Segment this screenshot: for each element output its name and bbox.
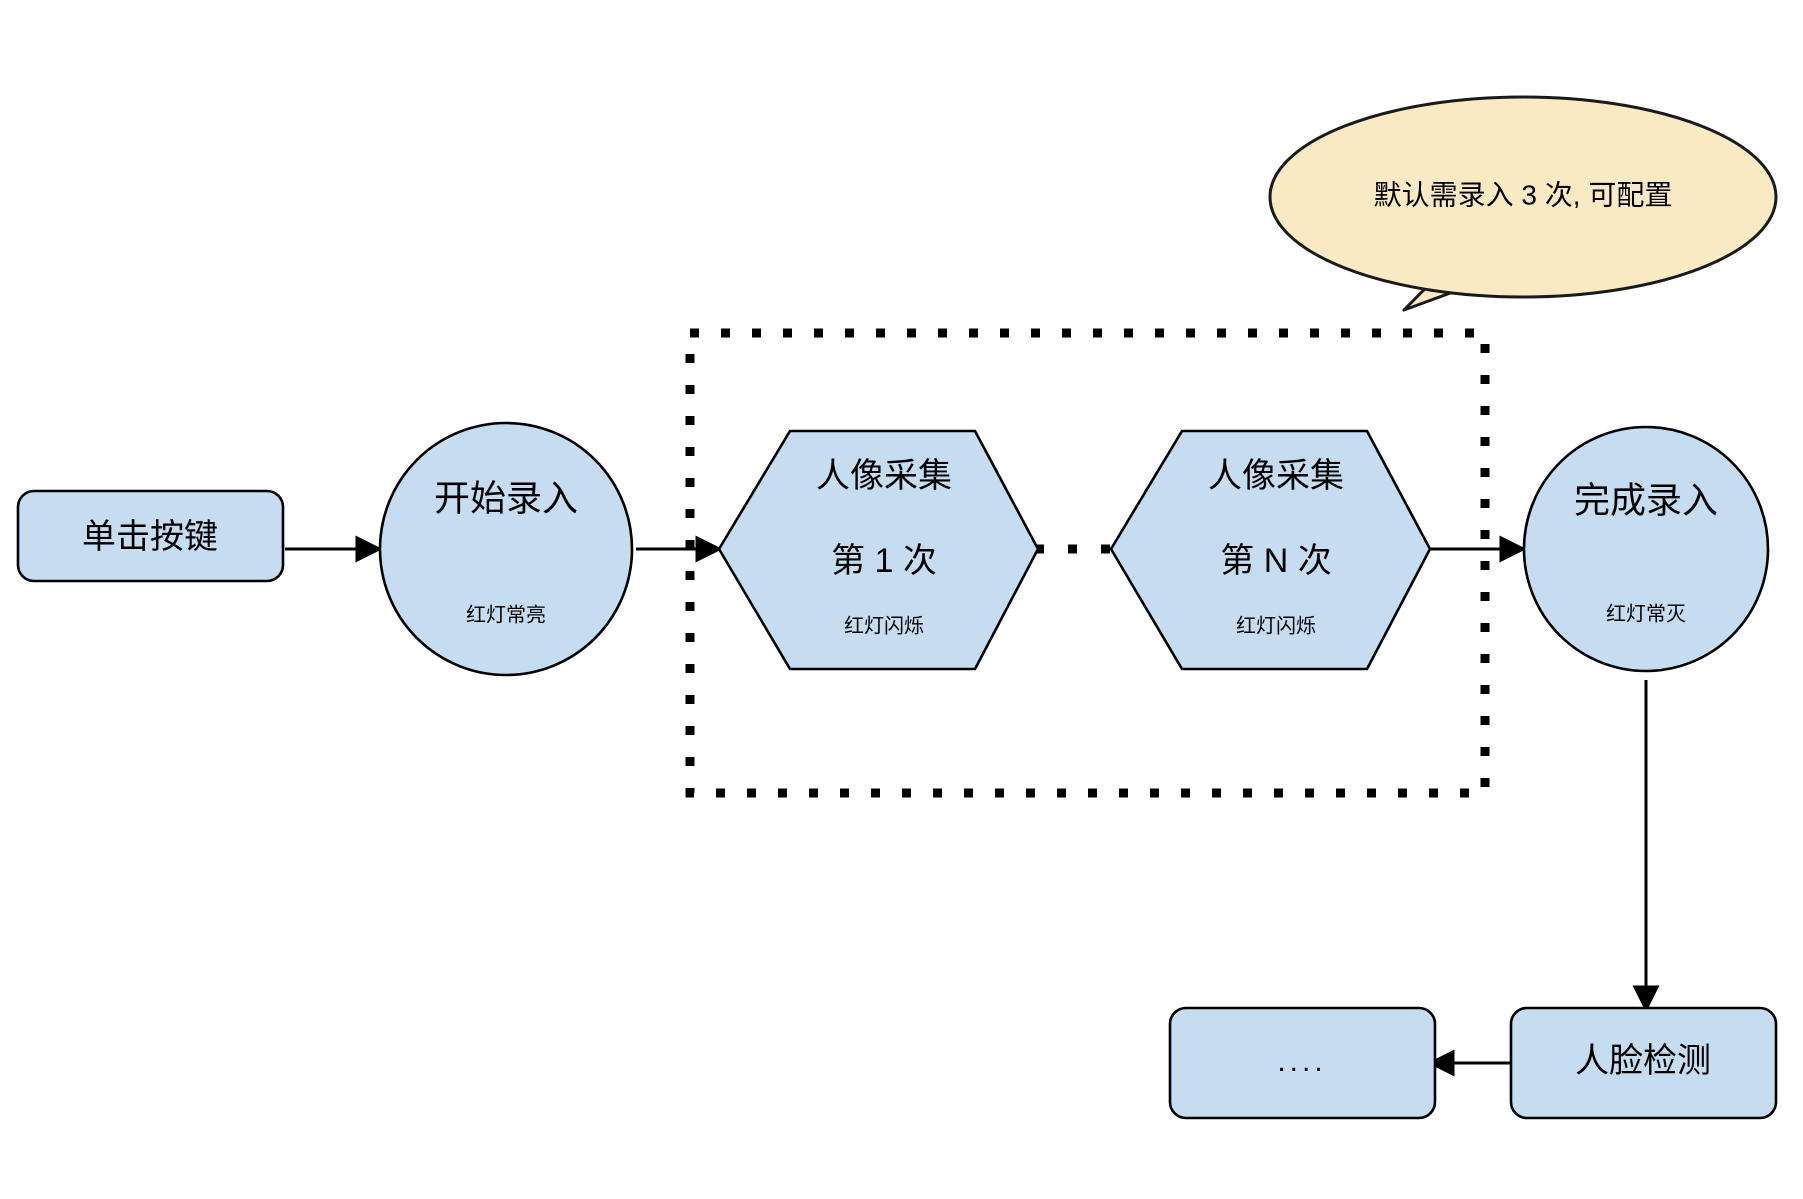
capture-nth-label-line1: 人像采集 <box>1208 457 1344 495</box>
node-capture-first[interactable]: 人像采集 第 1 次 红灯闪烁 <box>717 429 1040 671</box>
start-enroll-shape[interactable] <box>378 421 634 677</box>
capture-nth-shape[interactable] <box>1109 429 1432 671</box>
start-enroll-label: 开始录入 <box>434 478 578 519</box>
node-click-key[interactable]: 单击按键 <box>16 489 285 583</box>
repeat-group-box <box>685 328 1490 798</box>
face-detect-shape[interactable] <box>1509 1006 1778 1120</box>
capture-first-shape[interactable] <box>717 429 1040 671</box>
click-key-shape[interactable] <box>16 489 285 583</box>
finish-enroll-label: 完成录入 <box>1574 480 1718 521</box>
more-steps-label: .... <box>1277 1045 1326 1078</box>
node-start-enroll[interactable]: 开始录入 红灯常亮 <box>378 421 634 677</box>
node-capture-nth[interactable]: 人像采集 第 N 次 红灯闪烁 <box>1109 429 1432 671</box>
face-detect-label: 人脸检测 <box>1575 1042 1711 1080</box>
node-finish-enroll[interactable]: 完成录入 红灯常灭 <box>1522 425 1770 673</box>
capture-nth-sublabel: 红灯闪烁 <box>1236 614 1316 637</box>
click-key-label: 单击按键 <box>82 518 218 556</box>
more-steps-shape[interactable] <box>1168 1006 1437 1120</box>
capture-first-label-line2: 第 1 次 <box>831 542 937 580</box>
start-enroll-sublabel: 红灯常亮 <box>466 603 546 626</box>
capture-first-label-line1: 人像采集 <box>816 457 952 495</box>
callout-text: 默认需录入 3 次, 可配置 <box>1374 179 1673 210</box>
capture-first-sublabel: 红灯闪烁 <box>844 614 924 637</box>
node-face-detect[interactable]: 人脸检测 <box>1509 1006 1778 1120</box>
callout-bubble: 默认需录入 3 次, 可配置 <box>1268 95 1778 312</box>
callout-body <box>1268 95 1778 299</box>
node-more-steps[interactable]: .... <box>1168 1006 1437 1120</box>
capture-nth-label-line2: 第 N 次 <box>1220 542 1331 580</box>
finish-enroll-sublabel: 红灯常灭 <box>1606 602 1686 625</box>
finish-enroll-shape[interactable] <box>1522 425 1770 673</box>
